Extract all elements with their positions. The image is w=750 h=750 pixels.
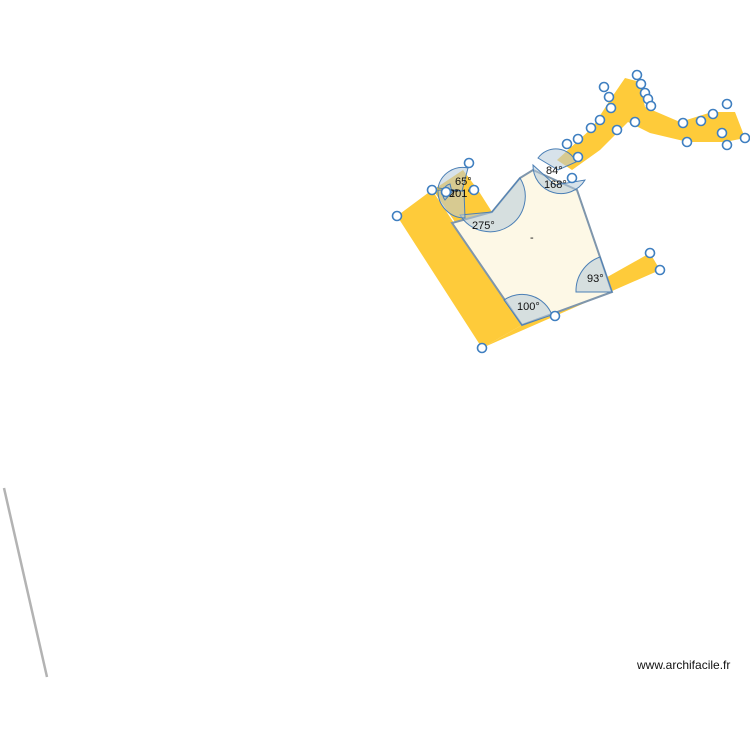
angle-arc-275	[459, 177, 526, 233]
vertex-handles[interactable]	[391, 69, 750, 354]
vertex-handle[interactable]	[566, 172, 578, 184]
angle-arcs	[437, 148, 613, 326]
vertex-handle[interactable]	[645, 100, 657, 112]
wall-segment-west[interactable]	[397, 190, 522, 348]
vertex-handle[interactable]	[635, 78, 647, 90]
angle-label-65: 65°	[455, 176, 472, 188]
angle-arc-168	[532, 163, 586, 195]
angle-label-100: 100°	[517, 301, 540, 313]
vertex-handle[interactable]	[391, 210, 403, 222]
vertex-handle[interactable]	[631, 69, 643, 81]
vertex-handle[interactable]	[681, 136, 693, 148]
vertex-handle[interactable]	[426, 184, 438, 196]
vertex-handle[interactable]	[629, 116, 641, 128]
angle-arc-100	[503, 293, 553, 326]
vertex-handle[interactable]	[572, 133, 584, 145]
vertex-handle[interactable]	[707, 108, 719, 120]
watermark-text: www.archifacile.fr	[637, 658, 731, 672]
vertex-handle[interactable]	[561, 138, 573, 150]
vertex-handle[interactable]	[463, 157, 475, 169]
angle-label-84: 84°	[546, 165, 563, 177]
angle-label-201: 201°	[449, 188, 472, 200]
vertex-handle[interactable]	[721, 98, 733, 110]
vertex-handle[interactable]	[611, 124, 623, 136]
vertex-handle[interactable]	[549, 310, 561, 322]
vertex-handle[interactable]	[476, 342, 488, 354]
vertex-handle[interactable]	[594, 114, 606, 126]
angle-label-275: 275°	[472, 220, 495, 232]
vertex-handle[interactable]	[572, 151, 584, 163]
angle-label-168: 168°	[544, 179, 567, 191]
vertex-handle[interactable]	[598, 81, 610, 93]
angle-arc-65	[437, 166, 469, 192]
vertex-handle[interactable]	[677, 117, 689, 129]
vertex-handle[interactable]	[716, 127, 728, 139]
vertex-handle[interactable]	[654, 264, 666, 276]
vertex-handle[interactable]	[644, 247, 656, 259]
vertex-handle[interactable]	[605, 102, 617, 114]
angle-label-93: 93°	[587, 273, 604, 285]
vertex-handle[interactable]	[695, 115, 707, 127]
vertex-handle[interactable]	[440, 186, 452, 198]
vertex-handle[interactable]	[585, 122, 597, 134]
vertex-handle[interactable]	[468, 184, 480, 196]
guide-line	[2, 487, 49, 678]
wall-segment-north-east[interactable]	[557, 78, 745, 170]
vertex-handle[interactable]	[603, 91, 615, 103]
room-label: -	[530, 232, 534, 244]
vertex-handle[interactable]	[721, 139, 733, 151]
vertex-handle[interactable]	[739, 132, 750, 144]
angle-arc-93	[575, 256, 613, 293]
